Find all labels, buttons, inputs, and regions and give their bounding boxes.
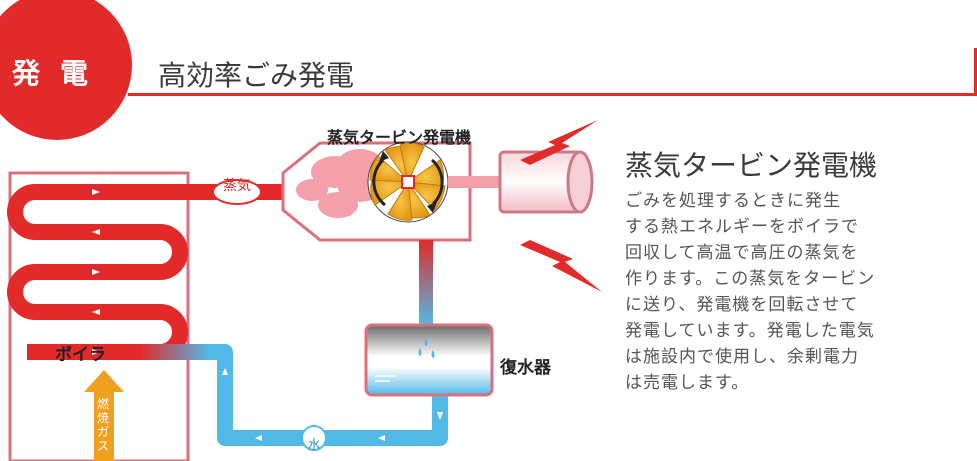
coil-arrows [92,189,100,355]
header-badge-text: 発電 [11,57,108,90]
header-right-rule [974,48,977,96]
water-label-circle [301,425,327,451]
condenser-label: 復水器 [500,358,551,378]
panel-body: ごみを処理するときに発生 する熱エネルギーをボイラで 回収して高温で高圧の蒸気を… [625,188,977,396]
panel-line: 回収して高温で高圧の蒸気を [625,243,859,263]
panel-title: 蒸気タービン発電機 [625,149,878,182]
panel-line: ごみを処理するときに発生 [625,191,841,211]
combustion-gas-arrow [84,370,124,461]
turbine-shaft [448,176,508,188]
turbine-fan [367,141,449,223]
generator [498,150,594,214]
panel-line: する熱エネルギーをボイラで [625,217,859,237]
lightning-bolt-bottom [520,240,602,292]
page-title: 高効率ごみ発電 [158,59,355,92]
lightning-bolt-top [520,120,598,165]
boiler-label: ボイラ [55,345,106,365]
panel-line: 作ります。この蒸気をタービン [625,269,876,289]
combustion-gas-label: 燃焼ガス [96,397,109,453]
steam-label-oval [212,179,262,205]
water-flow-arrows [222,368,443,441]
section-header: 発電 高効率ごみ発電 [0,0,977,140]
panel-line: に送り、発電機を回転させて [625,295,859,315]
panel-line: は施設内で使用し、余剰電力 [625,347,859,367]
header-badge-circle [0,0,132,140]
turbine-generator-label: 蒸気タービン発電機 [327,128,472,147]
description-panel: 蒸気タービン発電機 ごみを処理するときに発生 する熱エネルギーをボイラで 回収し… [625,148,977,396]
turbine-to-condenser-pipe [419,240,433,325]
panel-line: 発電しています。発電した電気 [625,321,875,341]
steam-label: 蒸気 [223,178,251,194]
power-generation-diagram [7,120,602,461]
water-return-pipe [205,344,448,446]
condenser [364,323,494,397]
panel-line: は売電します。 [625,373,750,393]
water-label: 水 [307,438,321,453]
coil-outlet-pipe [140,344,210,360]
header-underline [128,93,977,96]
